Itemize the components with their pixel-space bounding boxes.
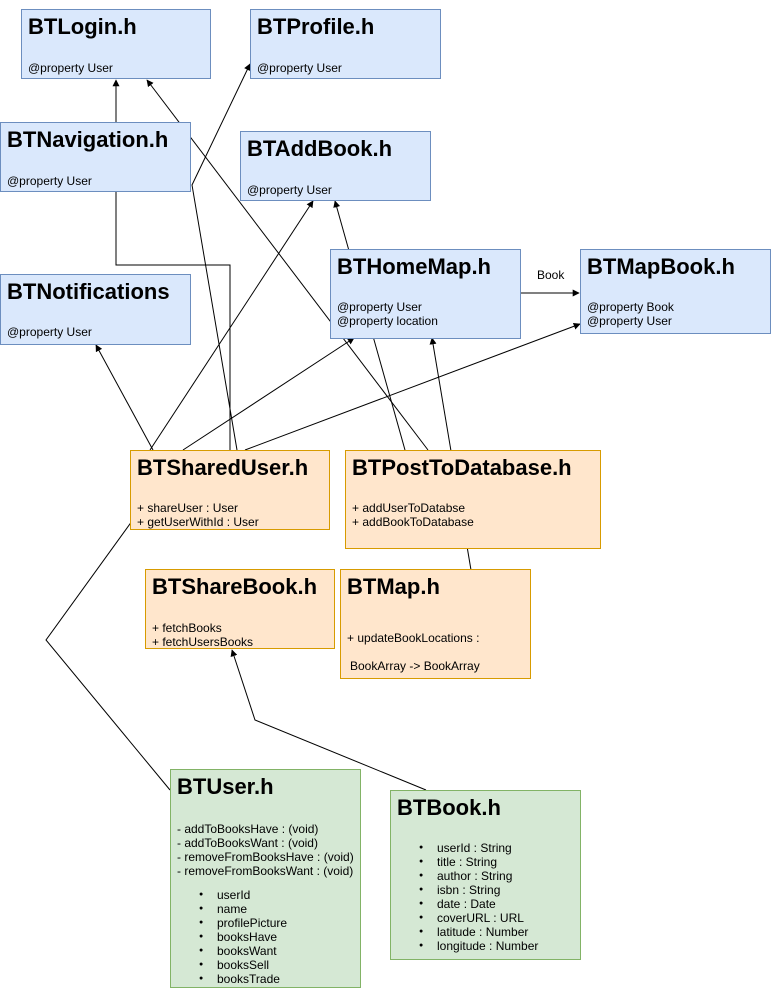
node-btmap[interactable]: BTMap.h + updateBookLocations : BookArra… (340, 569, 531, 679)
node-lines: - addToBooksHave : (void) - addToBooksWa… (177, 822, 354, 878)
node-line: + fetchBooks (152, 621, 222, 635)
node-bullet-list: userId : String title : String author : … (413, 841, 538, 953)
edge-label-book: Book (537, 268, 565, 282)
node-title: BTPostToDatabase.h (352, 455, 572, 480)
bullet-item: longitude : Number (413, 939, 538, 953)
node-line: + addUserToDatabse (352, 501, 466, 515)
bullet-item: latitude : Number (413, 925, 538, 939)
node-btnotifications[interactable]: BTNotifications @property User (0, 274, 191, 345)
bullet-item: author : String (413, 869, 538, 883)
node-lines: + updateBookLocations : (347, 631, 479, 645)
node-line: @property User (28, 61, 113, 75)
node-line: - removeFromBooksWant : (void) (177, 864, 354, 878)
node-line: + shareUser : User (137, 501, 239, 515)
node-title: BTMap.h (347, 574, 440, 599)
bullet-item: booksTrade (193, 972, 287, 986)
node-btshareduser[interactable]: BTSharedUser.h + shareUser : User + getU… (130, 450, 330, 530)
edge-user-to-shareduser (45, 509, 171, 791)
node-lines: + fetchBooks + fetchUsersBooks (152, 621, 253, 649)
node-line: @property User (7, 174, 92, 188)
node-lines: @property User (7, 325, 92, 339)
node-lines: @property Book @property User (587, 300, 674, 328)
node-line: + updateBookLocations : (347, 631, 480, 645)
bullet-item: userId : String (413, 841, 538, 855)
node-line: @property User (587, 314, 672, 328)
bullet-item: profilePicture (193, 916, 287, 930)
node-title: BTBook.h (397, 795, 501, 820)
bullet-item: date : Date (413, 897, 538, 911)
node-line: @property User (247, 183, 332, 197)
node-title: BTSharedUser.h (137, 455, 309, 480)
node-line: - removeFromBooksHave : (void) (177, 850, 354, 864)
node-lines: @property User (7, 174, 92, 188)
node-btmapbook[interactable]: BTMapBook.h @property Book @property Use… (580, 249, 771, 334)
node-bthomemap[interactable]: BTHomeMap.h @property User @property loc… (330, 249, 521, 339)
node-line: @property User (337, 300, 422, 314)
bullet-item: booksWant (193, 944, 287, 958)
node-line: @property User (257, 61, 342, 75)
node-lines: + shareUser : User + getUserWithId : Use… (137, 501, 259, 529)
bullet-item: name (193, 902, 287, 916)
bullet-item: isbn : String (413, 883, 538, 897)
node-line: @property User (7, 325, 92, 339)
edge-shareduser-to-mapbook (244, 322, 581, 451)
node-btaddbook[interactable]: BTAddBook.h @property User (240, 131, 431, 201)
node-lines: @property User @property location (337, 300, 438, 328)
edge-shareduser-to-notifications (95, 344, 154, 451)
node-line: - addToBooksHave : (void) (177, 822, 319, 836)
node-title: BTShareBook.h (152, 574, 318, 599)
edge-shareduser-to-profile (191, 63, 251, 451)
node-btnavigation[interactable]: BTNavigation.h @property User (0, 122, 191, 192)
node-line: + addBookToDatabase (352, 515, 474, 529)
node-line: BookArray -> BookArray (350, 659, 480, 673)
bullet-item: userId (193, 888, 287, 902)
node-line: @property Book (587, 300, 674, 314)
node-btlogin[interactable]: BTLogin.h @property User (21, 9, 211, 79)
node-title: BTHomeMap.h (337, 254, 491, 279)
node-title: BTAddBook.h (247, 136, 393, 161)
node-title: BTProfile.h (257, 14, 375, 39)
node-lines: BookArray -> BookArray (350, 659, 480, 673)
bullet-item: booksHave (193, 930, 287, 944)
node-lines: @property User (247, 183, 332, 197)
node-title: BTNotifications (7, 279, 170, 304)
node-line: - addToBooksWant : (void) (177, 836, 318, 850)
node-btprofile[interactable]: BTProfile.h @property User (250, 9, 441, 79)
node-title: BTNavigation.h (7, 127, 169, 152)
bullet-item: booksSell (193, 958, 287, 972)
node-title: BTLogin.h (28, 14, 137, 39)
node-btsharebook[interactable]: BTShareBook.h + fetchBooks + fetchUsersB… (145, 569, 335, 649)
node-line: @property location (337, 314, 438, 328)
node-btbook[interactable]: BTBook.h userId : String title : String … (390, 790, 581, 960)
node-lines: @property User (28, 61, 113, 75)
node-title: BTMapBook.h (587, 254, 735, 279)
node-btuser[interactable]: BTUser.h - addToBooksHave : (void) - add… (170, 769, 361, 988)
bullet-item: coverURL : URL (413, 911, 538, 925)
node-bullet-list: userId name profilePicture booksHave boo… (193, 888, 287, 986)
node-line: + getUserWithId : User (137, 515, 259, 529)
node-btposttodatabase[interactable]: BTPostToDatabase.h + addUserToDatabse + … (345, 450, 601, 549)
node-lines: + addUserToDatabse + addBookToDatabase (352, 501, 474, 529)
bullet-item: title : String (413, 855, 538, 869)
edge-shareduser-to-homemap (182, 337, 355, 451)
node-line: + fetchUsersBooks (152, 635, 254, 649)
node-lines: @property User (257, 61, 342, 75)
node-title: BTUser.h (177, 774, 274, 799)
